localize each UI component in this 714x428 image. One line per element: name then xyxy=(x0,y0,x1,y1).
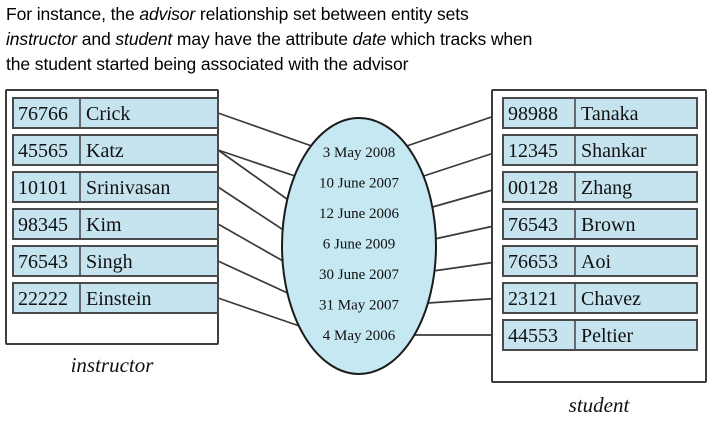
student-name-cell: Peltier xyxy=(581,325,634,347)
table-row[interactable]: 23121 Chavez xyxy=(502,282,698,314)
instructor-name-cell: Einstein xyxy=(86,288,152,310)
advisor-student-link xyxy=(388,112,504,153)
caption-emphasis-student: student xyxy=(115,29,173,49)
student-name-cell: Shankar xyxy=(581,140,647,162)
instructor-name-cell: Singh xyxy=(86,251,133,273)
table-row[interactable]: 00128 Zhang xyxy=(502,171,698,203)
student-id-cell: 00128 xyxy=(508,177,558,199)
row-background xyxy=(502,282,698,314)
row-background xyxy=(12,97,219,129)
advisor-date-label: 3 May 2008 xyxy=(323,145,396,161)
instructor-id-cell: 76766 xyxy=(18,103,68,125)
row-background xyxy=(502,134,698,166)
student-set-label: student xyxy=(569,393,631,417)
student-id-cell: 76543 xyxy=(508,214,558,236)
row-background xyxy=(12,282,219,314)
advisor-date-label: 12 June 2006 xyxy=(319,206,399,222)
instructor-id-cell: 76543 xyxy=(18,251,68,273)
table-row[interactable]: 76653 Aoi xyxy=(502,245,698,277)
student-name-cell: Chavez xyxy=(581,288,641,310)
table-row[interactable]: 45565 Katz xyxy=(12,134,219,166)
table-row[interactable]: 22222 Einstein xyxy=(12,282,219,314)
row-background xyxy=(502,97,698,129)
advisor-date-label: 10 June 2007 xyxy=(319,176,399,192)
table-row[interactable]: 76766 Crick xyxy=(12,97,219,129)
table-row[interactable]: 44553 Peltier xyxy=(502,319,698,351)
instructor-id-cell: 22222 xyxy=(18,288,68,310)
advisor-date-label: 4 May 2006 xyxy=(323,328,396,344)
advisor-relationship-ellipse xyxy=(281,117,437,375)
row-background xyxy=(12,134,219,166)
student-id-cell: 23121 xyxy=(508,288,558,310)
row-background xyxy=(502,319,698,351)
row-background xyxy=(502,245,698,277)
instructor-id-cell: 45565 xyxy=(18,140,68,162)
instructor-name-cell: Crick xyxy=(86,103,130,125)
advisor-date-label: 31 May 2007 xyxy=(319,298,399,314)
table-row[interactable]: 10101 Srinivasan xyxy=(12,171,219,203)
student-id-cell: 98988 xyxy=(508,103,558,125)
student-name-cell: Tanaka xyxy=(581,103,639,125)
caption-emphasis-advisor: advisor xyxy=(139,4,196,24)
row-background xyxy=(12,208,219,240)
caption-text: which tracks when xyxy=(386,29,533,49)
row-background xyxy=(502,208,698,240)
caption-emphasis-instructor: instructor xyxy=(6,29,77,49)
figure-caption: For instance, the advisor relationship s… xyxy=(6,2,706,77)
student-name-cell: Zhang xyxy=(581,177,632,199)
table-row[interactable]: 12345 Shankar xyxy=(502,134,698,166)
table-row[interactable]: 76543 Brown xyxy=(502,208,698,240)
student-id-cell: 44553 xyxy=(508,325,558,347)
table-row[interactable]: 76543 Singh xyxy=(12,245,219,277)
student-name-cell: Aoi xyxy=(581,251,611,273)
student-rows: 98988 Tanaka 12345 Shankar 00128 Zhang 76543 Br… xyxy=(502,97,698,351)
caption-text: may have the attribute xyxy=(172,29,353,49)
caption-text: For instance, the xyxy=(6,4,140,24)
instructor-set-label: instructor xyxy=(71,353,155,377)
row-background xyxy=(12,171,219,203)
instructor-id-cell: 98345 xyxy=(18,214,68,236)
advisor-date-label: 30 June 2007 xyxy=(319,267,399,283)
student-id-cell: 12345 xyxy=(508,140,558,162)
advisor-date-attribute-labels: 3 May 2008 10 June 2007 12 June 2006 6 June… xyxy=(319,145,399,344)
row-background xyxy=(502,171,698,203)
student-name-cell: Brown xyxy=(581,214,635,236)
caption-text: and xyxy=(76,29,116,49)
instructor-name-cell: Srinivasan xyxy=(86,177,170,199)
student-id-cell: 76653 xyxy=(508,251,558,273)
caption-emphasis-date: date xyxy=(352,29,387,49)
table-row[interactable]: 98345 Kim xyxy=(12,208,219,240)
instructor-name-cell: Katz xyxy=(86,140,124,162)
instructor-name-cell: Kim xyxy=(86,214,122,236)
table-row[interactable]: 98988 Tanaka xyxy=(502,97,698,129)
caption-line-2: instructor and student may have the attr… xyxy=(6,29,532,49)
caption-line-1: For instance, the advisor relationship s… xyxy=(6,4,469,24)
row-background xyxy=(12,245,219,277)
caption-text: relationship set between entity sets xyxy=(195,4,469,24)
instructor-id-cell: 10101 xyxy=(18,177,68,199)
advisor-date-label: 6 June 2009 xyxy=(323,237,396,253)
instructor-rows: 76766 Crick 45565 Katz 10101 Srinivasan 98345 K… xyxy=(12,97,219,314)
caption-line-3: the student started being associated wit… xyxy=(6,54,409,74)
